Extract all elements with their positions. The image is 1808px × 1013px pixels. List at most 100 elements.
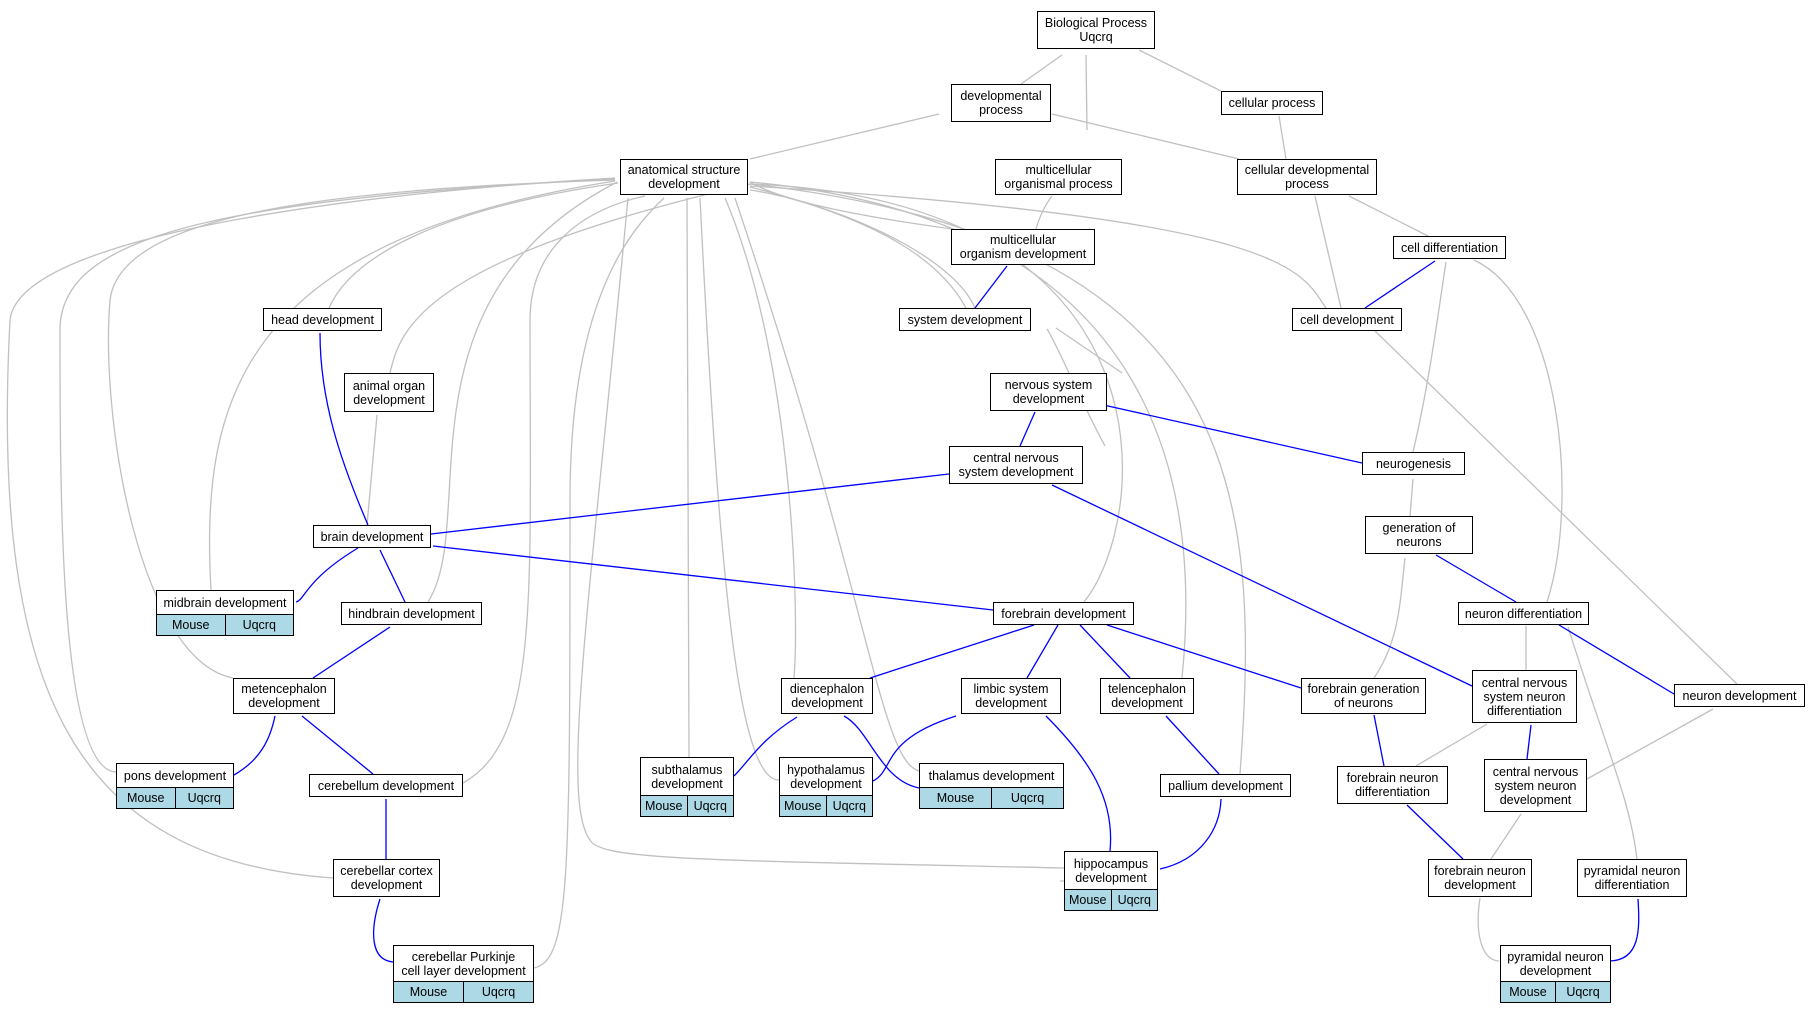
part-of-edge: [312, 626, 391, 679]
go-term-label: midbrain development: [163, 595, 287, 610]
is-a-edge: [427, 181, 618, 603]
part-of-edge: [1526, 724, 1532, 760]
part-of-edge: [1079, 624, 1131, 679]
go-term-node-aod[interactable]: animal organ development: [344, 373, 434, 412]
go-term-node-cbdev[interactable]: cerebellum development: [309, 774, 463, 797]
gene-cell: Uqcrq: [174, 788, 233, 808]
go-term-node-bp[interactable]: Biological Process Uqcrq: [1037, 11, 1155, 49]
go-term-label: multicellular organism development: [959, 233, 1087, 261]
go-term-label: pons development: [123, 768, 227, 783]
go-term-node-devproc[interactable]: developmental process: [951, 84, 1051, 122]
gene-cell: Uqcrq: [686, 796, 733, 816]
go-term-node-nsd[interactable]: nervous system development: [990, 373, 1107, 411]
go-term-node-palldev[interactable]: pallium development: [1160, 774, 1291, 797]
go-term-node-cdp[interactable]: cellular developmental process: [1237, 159, 1377, 195]
is-a-edge: [749, 183, 1123, 603]
go-term-label: limbic system development: [973, 682, 1049, 710]
is-a-edge: [1415, 723, 1488, 767]
go-term-node-fndev[interactable]: forebrain neuron development: [1428, 859, 1532, 897]
go-term-node-braindev[interactable]: brain development: [313, 525, 431, 548]
part-of-edge: [843, 715, 920, 789]
go-term-node-diendev[interactable]: diencephalon development: [781, 678, 873, 714]
go-term-node-fgn[interactable]: forebrain generation of neurons: [1301, 678, 1426, 714]
go-term-node-cnsndev[interactable]: central nervous system neuron developmen…: [1484, 759, 1587, 812]
go-term-node-pnd[interactable]: pyramidal neuron differentiation: [1577, 859, 1687, 897]
is-a-edge: [328, 182, 619, 309]
go-term-label: developmental process: [960, 89, 1042, 117]
part-of-edge: [1019, 411, 1036, 447]
go-term-label: forebrain generation of neurons: [1307, 682, 1420, 710]
go-term-node-cellproc[interactable]: cellular process: [1221, 91, 1323, 115]
go-term-label: anatomical structure development: [627, 163, 741, 191]
go-term-node-metdev[interactable]: metencephalon development: [233, 678, 335, 714]
is-a-edge: [6, 177, 616, 879]
is-a-edge: [749, 185, 1327, 309]
go-term-label: hindbrain development: [348, 606, 475, 621]
go-term-label: central nervous system neuron developmen…: [1492, 764, 1579, 807]
is-a-edge: [1473, 259, 1563, 603]
part-of-edge: [733, 716, 798, 777]
go-term-node-fnd[interactable]: forebrain neuron differentiation: [1337, 766, 1448, 804]
species-cell: Mouse: [394, 982, 463, 1002]
part-of-edge: [430, 473, 950, 535]
go-term-node-celldev[interactable]: cell development: [1292, 308, 1402, 331]
gene-cell: Uqcrq: [224, 615, 293, 635]
go-term-node-foredev[interactable]: forebrain development: [993, 602, 1134, 625]
go-term-node-celldiff[interactable]: cell differentiation: [1393, 236, 1506, 259]
species-cell: Mouse: [157, 615, 225, 635]
go-term-node-mop[interactable]: multicellular organismal process: [995, 159, 1122, 195]
go-term-node-mod[interactable]: multicellular organism development: [951, 229, 1095, 265]
gene-cell: Uqcrq: [991, 788, 1063, 808]
is-a-edge: [724, 197, 797, 679]
is-a-edge: [749, 183, 1247, 775]
go-term-node-neurdev[interactable]: neuron development: [1674, 684, 1805, 707]
is-a-edge: [59, 178, 616, 773]
go-term-node-headdev[interactable]: head development: [263, 308, 382, 331]
go-term-node-asd[interactable]: anatomical structure development: [620, 159, 748, 195]
go-term-node-neurogen[interactable]: neurogenesis: [1362, 452, 1465, 475]
go-term-label: forebrain development: [1001, 606, 1126, 621]
is-a-edge: [1138, 49, 1222, 92]
go-term-node-cpcl[interactable]: cerebellar Purkinje cell layer developme…: [393, 945, 534, 1003]
go-term-label: cerebellar cortex development: [340, 864, 433, 892]
go-term-label: generation of neurons: [1382, 521, 1456, 549]
part-of-edge: [1026, 624, 1059, 679]
go-term-label: metencephalon development: [241, 682, 327, 710]
go-term-node-cbcdev[interactable]: cerebellar cortex development: [333, 859, 440, 897]
is-a-edge: [1412, 261, 1447, 453]
part-of-edge: [1609, 898, 1640, 962]
go-term-node-limbdev[interactable]: limbic system development: [961, 678, 1061, 714]
go-term-label: multicellular organismal process: [1004, 163, 1113, 191]
go-term-node-cnsnd[interactable]: central nervous system neuron differenti…: [1472, 670, 1577, 723]
part-of-edge: [379, 549, 406, 603]
part-of-edge: [1045, 715, 1112, 852]
go-term-node-hinddev[interactable]: hindbrain development: [341, 602, 482, 625]
is-a-edge: [1371, 327, 1738, 685]
part-of-edge: [1373, 714, 1385, 767]
go-term-node-genneur[interactable]: generation of neurons: [1365, 516, 1473, 554]
part-of-edge: [869, 624, 1035, 679]
go-term-node-neurdiff[interactable]: neuron differentiation: [1458, 602, 1589, 625]
go-term-label: hypothalamus development: [787, 762, 865, 791]
part-of-edge: [1098, 403, 1363, 464]
go-term-label: hippocampus development: [1073, 856, 1149, 885]
go-term-node-teldev[interactable]: telencephalon development: [1100, 678, 1194, 714]
go-term-node-sysdev[interactable]: system development: [899, 308, 1031, 331]
go-term-label: pallium development: [1168, 778, 1283, 793]
go-term-label: central nervous system development: [958, 451, 1074, 479]
gene-cell: Uqcrq: [825, 796, 872, 816]
go-term-node-cnsd[interactable]: central nervous system development: [949, 446, 1083, 484]
go-term-label: neurogenesis: [1375, 456, 1452, 471]
